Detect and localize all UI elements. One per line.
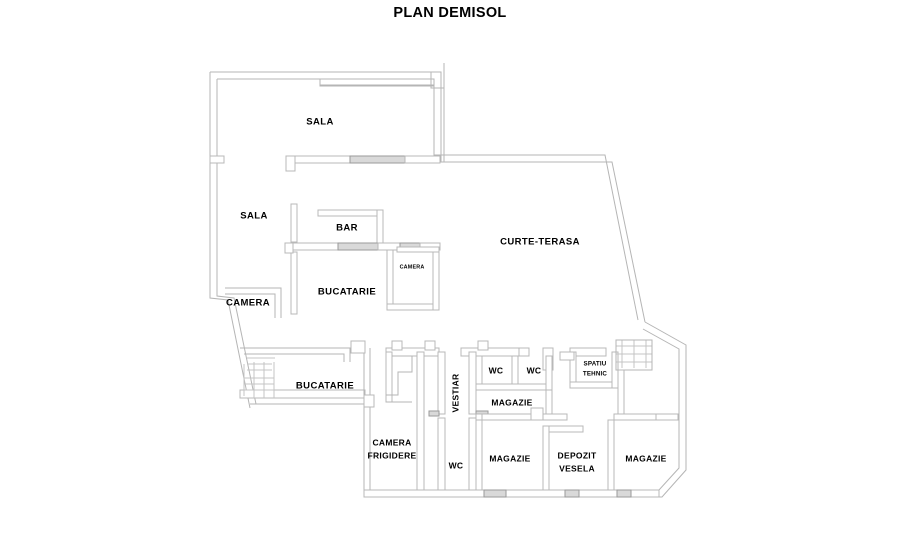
room-label-spatiu-tehnic-1: SPATIU — [584, 361, 607, 368]
wc-rooms-walls — [475, 355, 553, 391]
camera-frigidere-walls — [363, 351, 425, 491]
lower-block-outline — [363, 321, 687, 498]
room-label-camera-left: CAMERA — [226, 298, 270, 309]
room-label-camera-frigidere-1: CAMERA — [372, 437, 411, 447]
camera-small-walls — [386, 246, 440, 311]
sala-partition-wall — [285, 155, 441, 172]
right-area-walls — [617, 369, 679, 421]
room-label-magazie-right: MAGAZIE — [625, 453, 666, 463]
camera-left-walls — [225, 287, 282, 318]
spatiu-tehnic-walls — [559, 351, 619, 389]
lower-rooms-dividers — [475, 407, 657, 491]
room-label-sala-left: SALA — [240, 211, 267, 222]
room-label-magazie-mid-lower: MAGAZIE — [489, 453, 530, 463]
left-wall-stubs — [209, 155, 225, 164]
room-label-bucatarie-lower: BUCATARIE — [296, 381, 354, 392]
room-label-depozit-vesela-1: DEPOZIT — [558, 450, 597, 460]
room-label-group: SALA SALA BAR CAMERA BUCATARIE CAMERA CURTE-TE… — [226, 117, 666, 474]
vertical-label-group: VESTIAR — [450, 374, 460, 413]
room-label-wc-upper-left: WC — [489, 365, 504, 375]
room-label-bar: BAR — [336, 223, 358, 234]
room-label-wc-upper-right: WC — [527, 365, 542, 375]
room-label-vestiar: VESTIAR — [450, 374, 460, 413]
bucatarie-lower-walls — [239, 347, 370, 405]
page-title: PLAN DEMISOL — [393, 5, 507, 21]
room-label-curte-terasa: CURTE-TERASA — [500, 237, 580, 248]
room-label-depozit-vesela-2: VESELA — [559, 463, 595, 473]
room-label-bucatarie-upper: BUCATARIE — [318, 287, 376, 298]
room-label-wc-lower: WC — [449, 460, 464, 470]
room-label-sala-main: SALA — [306, 117, 333, 128]
staircase-left — [243, 357, 275, 398]
room-label-magazie-mid-upper: MAGAZIE — [491, 397, 532, 407]
room-label-camera-small: CAMERA — [400, 264, 425, 270]
room-label-camera-frigidere-2: FRIGIDERE — [368, 450, 417, 460]
staircase-right — [615, 339, 653, 371]
top-notch-wall — [319, 79, 434, 87]
room-label-spatiu-tehnic-2: TEHNIC — [583, 371, 608, 378]
